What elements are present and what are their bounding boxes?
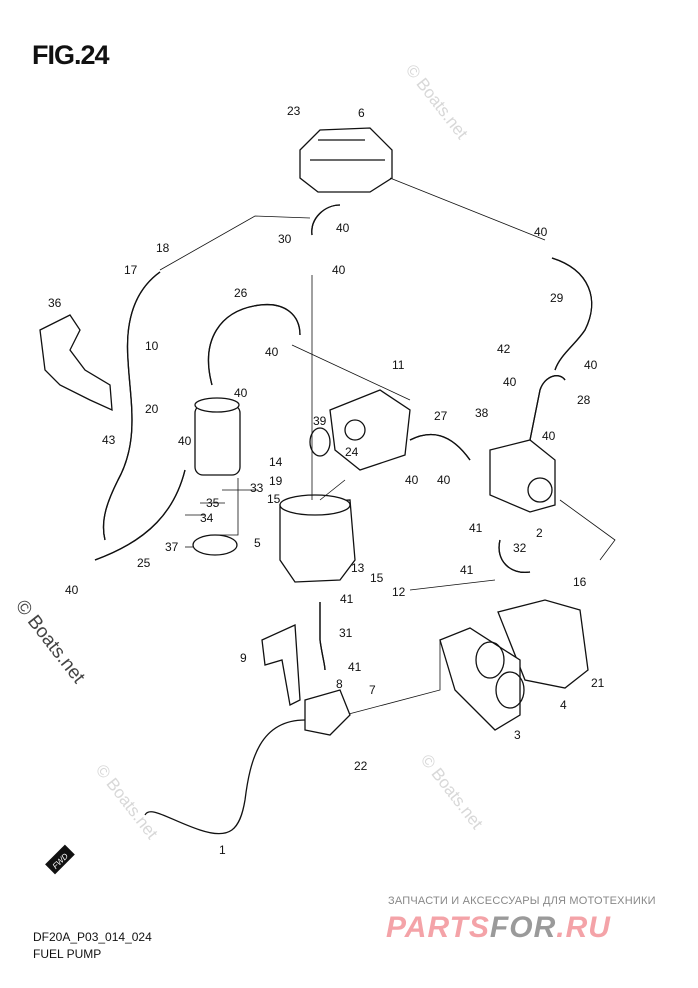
branding-tagline: ЗАПЧАСТИ И АКСЕССУАРЫ ДЛЯ МОТОТЕХНИКИ bbox=[388, 895, 656, 907]
callout: 5 bbox=[254, 536, 261, 550]
part-shapes bbox=[39, 127, 616, 835]
callout: 36 bbox=[48, 296, 62, 310]
bracket-9 bbox=[261, 624, 301, 706]
callout: 21 bbox=[591, 676, 605, 690]
callout: 11 bbox=[392, 358, 405, 372]
callout: 20 bbox=[145, 402, 159, 416]
hose-29 bbox=[551, 257, 593, 371]
callout: 10 bbox=[145, 339, 159, 353]
callout: 1 bbox=[219, 843, 226, 857]
callout: 9 bbox=[240, 651, 247, 665]
callout: 41 bbox=[340, 592, 354, 606]
figure-title: FIG.24 bbox=[32, 40, 110, 70]
fuel-pump-5 bbox=[279, 499, 356, 583]
clamp-37 bbox=[192, 534, 238, 556]
callout: 35 bbox=[206, 496, 220, 510]
branding-logo: PARTSFOR.RU bbox=[386, 911, 611, 944]
watermark: © Boats.net bbox=[417, 751, 487, 833]
callout: 41 bbox=[348, 660, 362, 674]
callout: 3 bbox=[514, 728, 521, 742]
bracket-24 bbox=[329, 389, 411, 471]
callout: 40 bbox=[405, 473, 419, 487]
callout: 40 bbox=[178, 434, 192, 448]
hose-26 bbox=[207, 303, 301, 386]
pipe-1 bbox=[144, 719, 306, 835]
callout: 43 bbox=[102, 433, 116, 447]
diagram-name: FUEL PUMP bbox=[33, 947, 102, 961]
callout: 24 bbox=[345, 445, 359, 459]
callout: 30 bbox=[278, 232, 292, 246]
callout: 4 bbox=[560, 698, 567, 712]
callout: 16 bbox=[573, 575, 587, 589]
callout: 7 bbox=[369, 683, 376, 697]
callout: 39 bbox=[313, 414, 327, 428]
callout: 25 bbox=[137, 556, 151, 570]
callout: 19 bbox=[269, 474, 283, 488]
callout: 13 bbox=[351, 561, 365, 575]
fwd-direction-badge: FWD bbox=[45, 844, 75, 875]
callout: 41 bbox=[460, 563, 474, 577]
callout: 6 bbox=[358, 106, 365, 120]
callout: 18 bbox=[156, 241, 170, 255]
callout: 40 bbox=[234, 386, 248, 400]
callout: 40 bbox=[332, 263, 346, 277]
o-ring-39 bbox=[309, 427, 331, 457]
callout: 27 bbox=[434, 409, 448, 423]
callout: 29 bbox=[550, 291, 564, 305]
bracket-36 bbox=[39, 314, 113, 412]
hose-27 bbox=[409, 433, 471, 461]
valve-7 bbox=[304, 689, 351, 736]
callout: 41 bbox=[469, 521, 483, 535]
callout: 32 bbox=[513, 541, 527, 555]
callout: 40 bbox=[542, 429, 556, 443]
callout: 12 bbox=[392, 585, 406, 599]
intake-3 bbox=[439, 627, 521, 731]
watermark: © Boats.net bbox=[92, 761, 162, 843]
diagram-code: DF20A_P03_014_024 bbox=[33, 930, 152, 944]
callout: 31 bbox=[339, 626, 353, 640]
callout: 15 bbox=[370, 571, 384, 585]
callout: 26 bbox=[234, 286, 248, 300]
callout: 2 bbox=[536, 526, 543, 540]
callout: 28 bbox=[577, 393, 591, 407]
callout: 38 bbox=[475, 406, 489, 420]
callout: 33 bbox=[250, 481, 264, 495]
callout: 22 bbox=[354, 759, 368, 773]
watermark: © Boats.net bbox=[11, 596, 89, 688]
callout: 42 bbox=[497, 342, 511, 356]
callout: 40 bbox=[336, 221, 350, 235]
callout-labels: 23 6 40 30 40 40 18 17 36 26 29 10 40 42… bbox=[48, 104, 605, 857]
callout: 8 bbox=[336, 677, 343, 691]
fuel-filter bbox=[194, 404, 241, 476]
watermark: © Boats.net bbox=[402, 61, 472, 143]
callout: 17 bbox=[124, 263, 138, 277]
callout: 40 bbox=[437, 473, 451, 487]
callout: 40 bbox=[584, 358, 598, 372]
callout: 37 bbox=[165, 540, 179, 554]
watermarks: © Boats.net © Boats.net © Boats.net © Bo… bbox=[11, 61, 487, 843]
callout: 34 bbox=[200, 511, 214, 525]
callout: 14 bbox=[269, 455, 283, 469]
callout: 40 bbox=[65, 583, 79, 597]
callout: 15 bbox=[267, 492, 281, 506]
callout: 40 bbox=[534, 225, 548, 239]
callout: 40 bbox=[265, 345, 279, 359]
hose-31 bbox=[319, 602, 326, 671]
callout: 40 bbox=[503, 375, 517, 389]
callout: 23 bbox=[287, 104, 301, 118]
